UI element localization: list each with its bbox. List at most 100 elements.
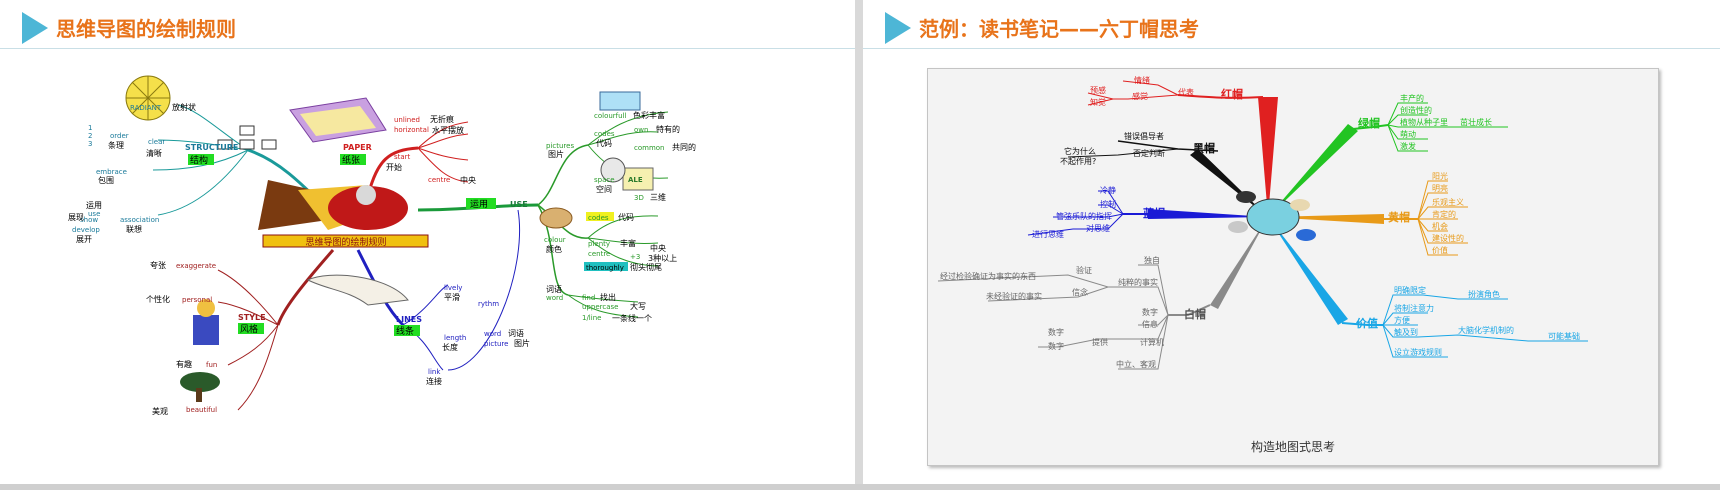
lines-item-zh: 长度 xyxy=(442,342,458,352)
paper-item-zh: 无折痕 xyxy=(430,114,454,124)
play-arrow-icon xyxy=(22,12,48,44)
hat-red: 红帽 xyxy=(1221,87,1243,101)
white-item: 信念 xyxy=(1072,287,1088,297)
order-number: 3 xyxy=(88,140,92,148)
branch-label-bg xyxy=(340,154,366,165)
use-item-zh: 色彩丰富 xyxy=(633,110,665,120)
center-label: 思维导图的绘制规则 xyxy=(305,236,386,248)
play-arrow-icon xyxy=(885,12,911,44)
radiant-wheel-icon xyxy=(125,75,171,121)
center-illustration xyxy=(258,180,429,248)
use-item-zh: 特有的 xyxy=(656,124,680,134)
white-item: 独自 xyxy=(1144,255,1160,265)
branch-style-zh: 风格 xyxy=(240,323,258,335)
highlight-bg xyxy=(586,212,614,221)
use-item: thoroughly xyxy=(586,264,624,272)
style-item-zh: 有趣 xyxy=(176,359,192,369)
branch-label-bg xyxy=(188,154,214,165)
structure-item-zh: 条理 xyxy=(108,140,124,150)
ale-board-text: ALE xyxy=(628,176,643,184)
use-item: pictures xyxy=(546,142,574,150)
value-item: 明确限定 xyxy=(1394,285,1426,295)
use-item: 1/line xyxy=(582,314,601,322)
use-item: uppercase xyxy=(582,303,618,311)
use-item: 3D xyxy=(634,194,644,202)
paper-item: centre xyxy=(428,176,450,184)
lines-item-zh: 图片 xyxy=(514,338,530,348)
structure-item: association xyxy=(120,216,159,224)
green-item: 茁壮成长 xyxy=(1460,117,1492,127)
value-item: 设立游戏规则 xyxy=(1394,347,1442,357)
structure-item-zh: 包围 xyxy=(98,175,114,185)
red-item: 代表 xyxy=(1178,87,1194,97)
yellow-item: 明亮 xyxy=(1432,183,1448,193)
slide-title: 思维导图的绘制规则 xyxy=(56,17,236,41)
gray-fan xyxy=(1210,217,1268,309)
use-item-zh: 空间 xyxy=(596,184,612,194)
red-item: 预感 xyxy=(1090,85,1106,95)
slide-right: 范例：读书笔记——六丁帽思考 红帽 情绪 代表 预感 xyxy=(863,0,1720,490)
green-fan xyxy=(1268,124,1358,217)
blue-item: 冷静 xyxy=(1100,185,1116,195)
figure-caption: 构造地图式思考 xyxy=(1250,440,1335,454)
slide-left: 思维导图的绘制规则 xyxy=(0,0,855,490)
use-item-zh: 代码 xyxy=(618,212,634,222)
white-item: 信息 xyxy=(1142,319,1158,329)
slide-title: 范例：读书笔记——六丁帽思考 xyxy=(919,17,1199,41)
style-item: personal xyxy=(182,296,212,304)
red-item: 知觉 xyxy=(1090,97,1106,107)
use-item-zh: 彻头彻尾 xyxy=(630,262,662,272)
use-item-zh: 词语 xyxy=(546,284,562,294)
title-bar: 思维导图的绘制规则 xyxy=(0,0,855,49)
structure-item-zh: 放射状 xyxy=(172,102,196,112)
cyan-fan xyxy=(1268,217,1348,325)
blue-fan xyxy=(1148,209,1268,219)
slide-divider xyxy=(855,0,863,490)
hat-white: 白帽 xyxy=(1184,307,1206,321)
white-item: 验证 xyxy=(1076,265,1092,275)
paper-item: horizontal xyxy=(394,126,429,134)
green-item: 萌动 xyxy=(1400,129,1416,139)
black-item: 错误倡导者 xyxy=(1124,131,1164,141)
white-item: 数字 xyxy=(1142,307,1158,317)
use-item-zh: 中央 xyxy=(650,243,666,253)
structure-item-zh: 运用 xyxy=(86,201,102,210)
red-fan xyxy=(1258,97,1278,217)
blue-item: 管弦乐队的指挥 xyxy=(1056,211,1112,221)
white-item: 数字 xyxy=(1048,341,1064,351)
green-item: 创造性的 xyxy=(1400,105,1432,115)
yellow-item: 肯定的 xyxy=(1432,209,1456,219)
center-hub xyxy=(1246,198,1300,236)
use-item-zh: 3种以上 xyxy=(648,253,677,263)
use-item-zh: 三维 xyxy=(650,192,666,202)
structure-item-zh: 联想 xyxy=(126,224,142,234)
six-hats-svg: 红帽 情绪 代表 预感 感觉 知觉 黑帽 错误倡导者 否定判断 它为什么 不起作… xyxy=(937,75,1588,370)
mind-map-rules-image: 思维导图的绘制规则 STRUCTURE 结构 PAPER 纸张 运用 USE S… xyxy=(68,70,786,458)
white-item: 计算机 xyxy=(1140,337,1164,347)
style-item-zh: 美观 xyxy=(152,406,168,416)
paper-item-zh: 中央 xyxy=(460,175,476,185)
use-item-zh: 代码 xyxy=(596,138,612,148)
use-item: +3 xyxy=(630,253,640,261)
bottom-bar xyxy=(0,484,1720,490)
green-item: 植物从种子里 xyxy=(1400,117,1448,127)
value-item: 方便 xyxy=(1394,315,1410,325)
order-number: 2 xyxy=(88,132,92,140)
highlight-bg xyxy=(584,262,628,271)
order-number: 1 xyxy=(88,124,92,132)
branch-style-en: STYLE xyxy=(238,313,266,322)
white-item: 中立、客观 xyxy=(1116,359,1156,369)
white-item: 数字 xyxy=(1048,327,1064,337)
use-item-zh: 图片 xyxy=(548,149,564,159)
use-item: find xyxy=(582,294,595,302)
style-item-zh: 个性化 xyxy=(146,294,170,304)
structure-item-zh: 清晰 xyxy=(146,148,162,158)
use-item-zh: 一条线一个 xyxy=(612,313,652,323)
org-chart-icon xyxy=(217,125,277,150)
use-item-zh: 共同的 xyxy=(672,142,696,152)
blue-item: 对思维 xyxy=(1086,223,1110,233)
lines-item: lively xyxy=(444,284,462,292)
lines-item-zh: 平滑 xyxy=(444,292,460,302)
structure-item-zh: 展开 xyxy=(76,235,92,244)
yellow-item: 机会 xyxy=(1432,221,1448,231)
